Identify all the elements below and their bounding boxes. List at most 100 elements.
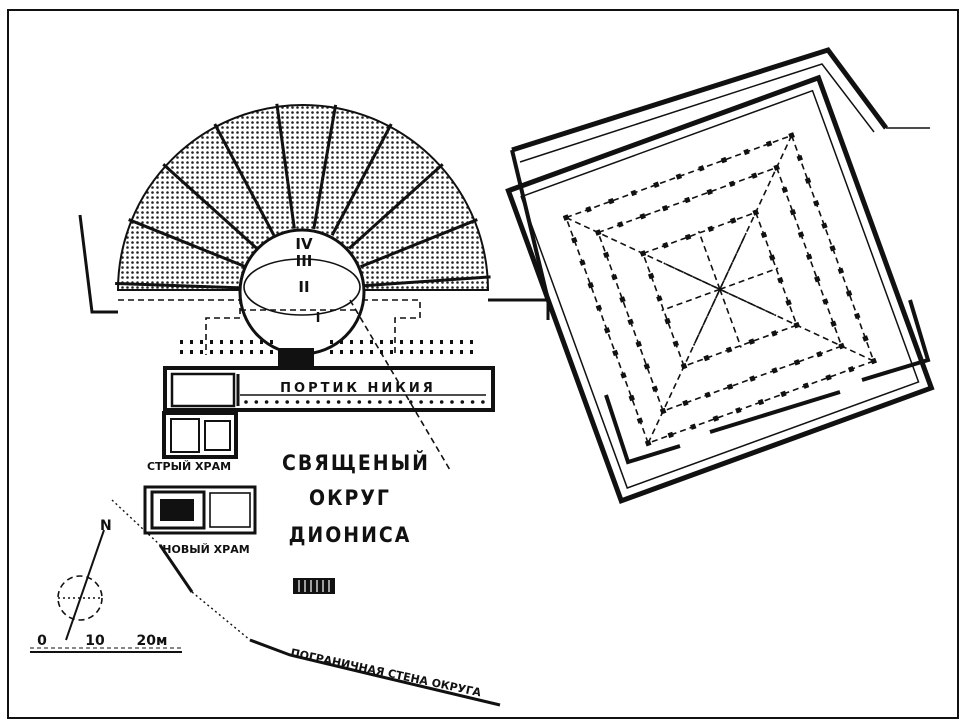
stage-pier xyxy=(440,350,443,354)
stage-pier xyxy=(270,340,273,344)
odeion-column xyxy=(651,385,659,392)
stage-pier xyxy=(470,340,473,344)
odeion-column xyxy=(720,156,728,164)
portico-column xyxy=(316,400,320,404)
portico-column xyxy=(378,400,382,404)
stage-pier xyxy=(260,340,263,344)
odeion-column xyxy=(712,415,720,422)
odeion-column xyxy=(816,351,823,358)
stage-pier xyxy=(340,340,343,344)
odeion-column xyxy=(862,335,869,342)
odeion-column xyxy=(639,250,647,257)
stage-pier xyxy=(230,340,233,344)
stage-pier xyxy=(250,350,253,354)
stage-pier xyxy=(410,350,413,354)
stage-pier xyxy=(350,350,353,354)
odeion-spoke xyxy=(697,230,721,290)
odeion-column xyxy=(814,275,821,283)
odeion-column xyxy=(682,399,689,407)
odeion-column xyxy=(825,374,832,381)
stage-pier xyxy=(210,340,213,344)
stage-pier xyxy=(180,350,183,354)
orchestra-mark-iv: IV xyxy=(295,235,313,253)
new-temple: НОВЫЙ ХРАМ xyxy=(143,485,257,556)
odeion-column xyxy=(796,154,804,162)
boundary-wall-label: ПОГРАНИЧНАЯ СТЕНА ОКРУГА xyxy=(289,646,482,699)
odeion-column xyxy=(627,318,634,326)
odeion-column xyxy=(760,231,768,239)
portico-column xyxy=(450,400,454,404)
stage-pier xyxy=(220,350,223,354)
odeion-column xyxy=(672,340,680,347)
odeion-column xyxy=(743,148,750,156)
odeion-column xyxy=(612,349,619,357)
theatre-stairway xyxy=(162,163,258,250)
odeion-column xyxy=(765,140,773,147)
odeion-column xyxy=(781,186,788,194)
odeion-column xyxy=(854,312,861,320)
portico-of-nicias: ПОРТИК НИКИЯ xyxy=(163,366,495,412)
orchestra-ellipse xyxy=(243,258,361,316)
old-temple-label: СТРЫЙ ХРАМ xyxy=(147,460,231,473)
odeion-spoke xyxy=(719,288,777,317)
odeion-column xyxy=(684,233,692,241)
stage-pier xyxy=(190,340,193,344)
stage-pier xyxy=(250,340,253,344)
odeion-column xyxy=(617,221,624,228)
odeion-column xyxy=(675,173,683,180)
odeion-column xyxy=(703,354,710,362)
map-frame xyxy=(7,9,959,719)
odeion-column xyxy=(728,180,736,188)
portico-column xyxy=(275,400,279,404)
stage-pier xyxy=(360,350,363,354)
theatre-west-wall xyxy=(78,214,118,314)
stage-pier xyxy=(330,340,333,344)
odeion-column xyxy=(611,273,618,281)
odeion-column xyxy=(751,172,758,179)
odeion-column xyxy=(725,346,733,354)
odeion-column xyxy=(752,209,759,216)
odeion-column xyxy=(684,196,691,204)
odeion-column xyxy=(594,229,602,236)
portico-column xyxy=(336,400,341,404)
portico-column xyxy=(481,400,485,404)
odeion-column xyxy=(780,390,787,398)
stage-pier xyxy=(190,350,193,354)
stage-pier xyxy=(400,350,403,354)
theatre-stairway xyxy=(330,123,393,236)
odeion-column xyxy=(805,253,813,261)
theatre-stairway xyxy=(275,103,296,229)
odeion-column xyxy=(643,363,651,370)
portico-column xyxy=(264,400,269,404)
odeion-column xyxy=(847,366,855,373)
odeion-column xyxy=(771,367,778,374)
stage-pier xyxy=(240,340,243,344)
odeion-column xyxy=(870,357,877,365)
odeion-column xyxy=(653,181,660,188)
odeion-column xyxy=(729,217,737,224)
scale-tick-10: 10 xyxy=(85,633,105,649)
odeion-column xyxy=(661,204,669,212)
odeion-spoke xyxy=(719,267,779,291)
odeion-column xyxy=(644,439,652,447)
odeion-column xyxy=(662,242,669,249)
odeion-column xyxy=(698,165,705,172)
odeion-column xyxy=(664,317,671,325)
odeion-column xyxy=(630,189,637,197)
altar xyxy=(293,578,335,594)
odeion-column xyxy=(793,321,800,329)
theatre-stairway xyxy=(312,104,338,230)
portico-column xyxy=(306,400,310,404)
odeion-column xyxy=(639,213,646,220)
odeion-column xyxy=(768,254,776,261)
stage-pier xyxy=(370,340,373,344)
portico-column xyxy=(419,400,423,404)
stage-pier xyxy=(430,350,433,354)
odeion-column xyxy=(838,342,845,350)
odeion-column xyxy=(829,245,836,252)
stage-pier xyxy=(180,340,183,344)
odeion-column xyxy=(706,188,713,196)
odeion-enclosure xyxy=(510,47,931,465)
odeion-column xyxy=(562,214,570,221)
odeion-spoke xyxy=(661,288,721,312)
